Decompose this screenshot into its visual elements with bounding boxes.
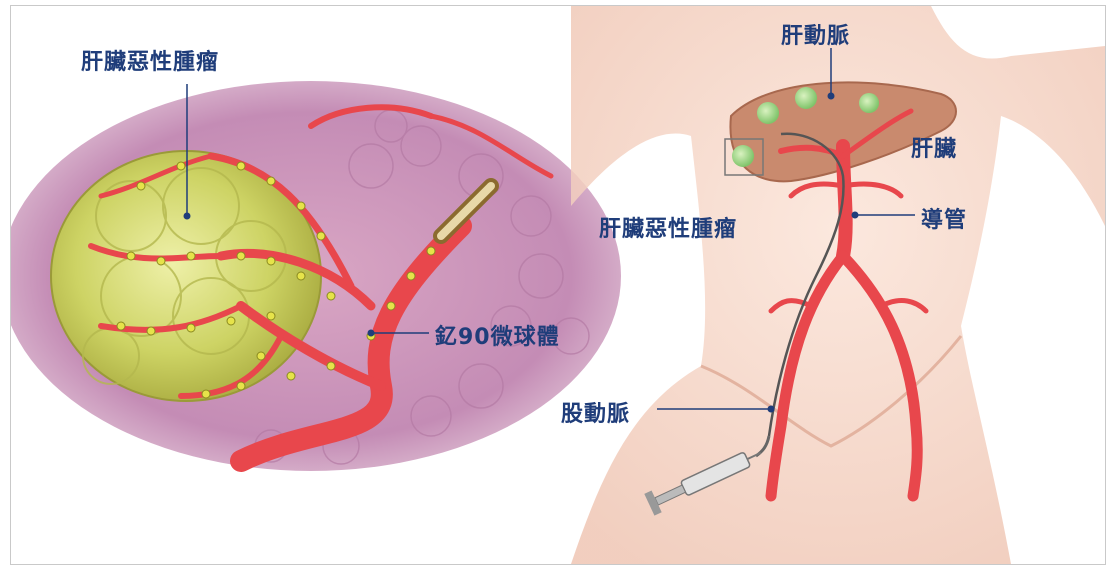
tumor-left-leader-dot xyxy=(184,213,191,220)
label-tumor-left: 肝臟惡性腫瘤 xyxy=(81,44,219,76)
femoral-artery-leader-dot xyxy=(768,406,775,413)
label-catheter: 導管 xyxy=(921,202,967,234)
microsphere-leader-dot xyxy=(368,330,375,337)
liver-tumor-nodule xyxy=(859,93,879,113)
label-liver: 肝臟 xyxy=(911,131,957,163)
label-hepatic-artery: 肝動脈 xyxy=(781,18,850,50)
catheter-leader-dot xyxy=(852,212,859,219)
liver-tumor-nodule xyxy=(795,87,817,109)
liver-tumor-nodule xyxy=(757,102,779,124)
label-tumor-right: 肝臟惡性腫瘤 xyxy=(599,211,737,243)
body-view xyxy=(571,6,1105,564)
illustration-frame: 肝臟惡性腫瘤 肝動脈 肝臟 肝臟惡性腫瘤 導管 釔90微球體 股動脈 xyxy=(10,5,1106,565)
radioembolization-illustration xyxy=(11,6,1105,564)
magnified-tumor-view xyxy=(11,81,621,471)
hepatic-artery-leader-dot xyxy=(828,93,835,100)
liver-tumor-nodule xyxy=(732,145,754,167)
label-femoral-artery: 股動脈 xyxy=(561,396,630,428)
label-y90-microspheres: 釔90微球體 xyxy=(435,319,560,351)
